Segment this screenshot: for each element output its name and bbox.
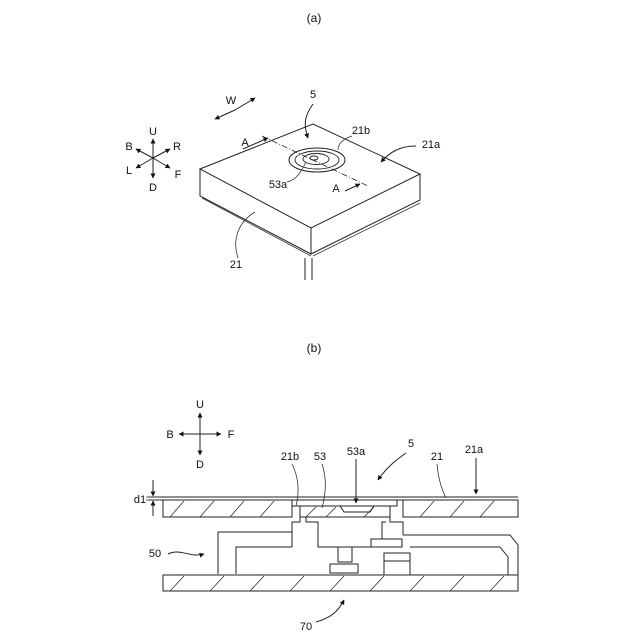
base-70 <box>163 575 518 591</box>
figure-b-caption: (b) <box>307 341 322 355</box>
switch-contact <box>330 564 358 573</box>
compass-a-b: B <box>125 141 132 153</box>
switch-5-section <box>292 500 410 575</box>
ref-50-b: 50 <box>149 548 161 560</box>
compass-a: U D B R L F <box>125 126 181 194</box>
ref-53a-b: 53a <box>347 446 366 458</box>
ref-5-b: 5 <box>408 438 414 450</box>
panel-right-body <box>403 500 518 517</box>
ref-21-b: 21 <box>431 451 443 463</box>
frame-50 <box>218 532 518 575</box>
compass-a-u: U <box>149 126 157 138</box>
ref-21a-b: 21a <box>465 444 484 456</box>
figure-a: (a) U D B R L F W <box>125 11 441 280</box>
switch-outer-ring <box>289 148 345 172</box>
ref-70-b-arrow <box>316 600 344 622</box>
connector-block-upper <box>371 539 402 547</box>
ref-5-b-arrow <box>378 453 406 480</box>
figure-b: (b) U D B F <box>134 341 518 633</box>
compass-a-l: L <box>126 165 132 177</box>
switch-5-a <box>289 148 345 172</box>
compass-a-f: F <box>175 169 182 181</box>
base-70-plate <box>163 575 518 591</box>
compass-b-u: U <box>196 399 204 411</box>
switch-plunger <box>338 547 352 562</box>
d1-label: d1 <box>134 494 146 506</box>
compass-b-d: D <box>196 459 204 471</box>
figure-a-caption: (a) <box>307 11 322 25</box>
frame-50-left-outer <box>218 532 292 574</box>
ref-53-b: 53 <box>314 451 326 463</box>
ref-53a-a: 53a <box>269 179 288 191</box>
compass-a-back-arrow <box>136 149 153 158</box>
section-label-a2: A <box>332 183 340 195</box>
compass-b-b: B <box>166 429 173 441</box>
ref-21b-b: 21b <box>281 451 299 463</box>
w-arrow-left <box>215 110 235 119</box>
ref-21b-a: 21b <box>352 125 370 137</box>
compass-a-front-arrow <box>153 158 170 168</box>
compass-a-r: R <box>173 141 181 153</box>
ref-50-b-arrow <box>168 552 204 555</box>
ref-21-a-leader <box>236 212 255 258</box>
frame-21b-right <box>390 500 403 535</box>
dimension-d1: d1 <box>134 480 160 516</box>
frame-50-right-outer <box>403 535 518 575</box>
compass-a-right-arrow <box>153 149 170 158</box>
ref-53-b-leader <box>322 464 325 508</box>
ref-70-b: 70 <box>300 621 312 633</box>
w-arrow-right <box>235 98 255 110</box>
frame-50-left-inner <box>236 547 292 574</box>
panel-21 <box>200 124 420 280</box>
compass-a-d: D <box>149 182 157 194</box>
w-label: W <box>226 95 237 107</box>
ref-5-a: 5 <box>310 89 316 101</box>
compass-a-left-arrow <box>136 158 153 168</box>
frame-21b-left <box>292 500 300 547</box>
connector-block-lower <box>384 561 410 575</box>
section-label-a1: A <box>241 137 249 149</box>
compass-b-f: F <box>228 429 235 441</box>
ref-21a-a: 21a <box>422 139 441 151</box>
panel-top-face <box>200 124 420 228</box>
ref-21-a: 21 <box>230 259 242 271</box>
ref-21-b-leader <box>437 464 446 498</box>
frame-50-right-inner <box>410 547 508 575</box>
connector-block-mid <box>384 553 410 561</box>
compass-b: U D B F <box>166 399 234 471</box>
